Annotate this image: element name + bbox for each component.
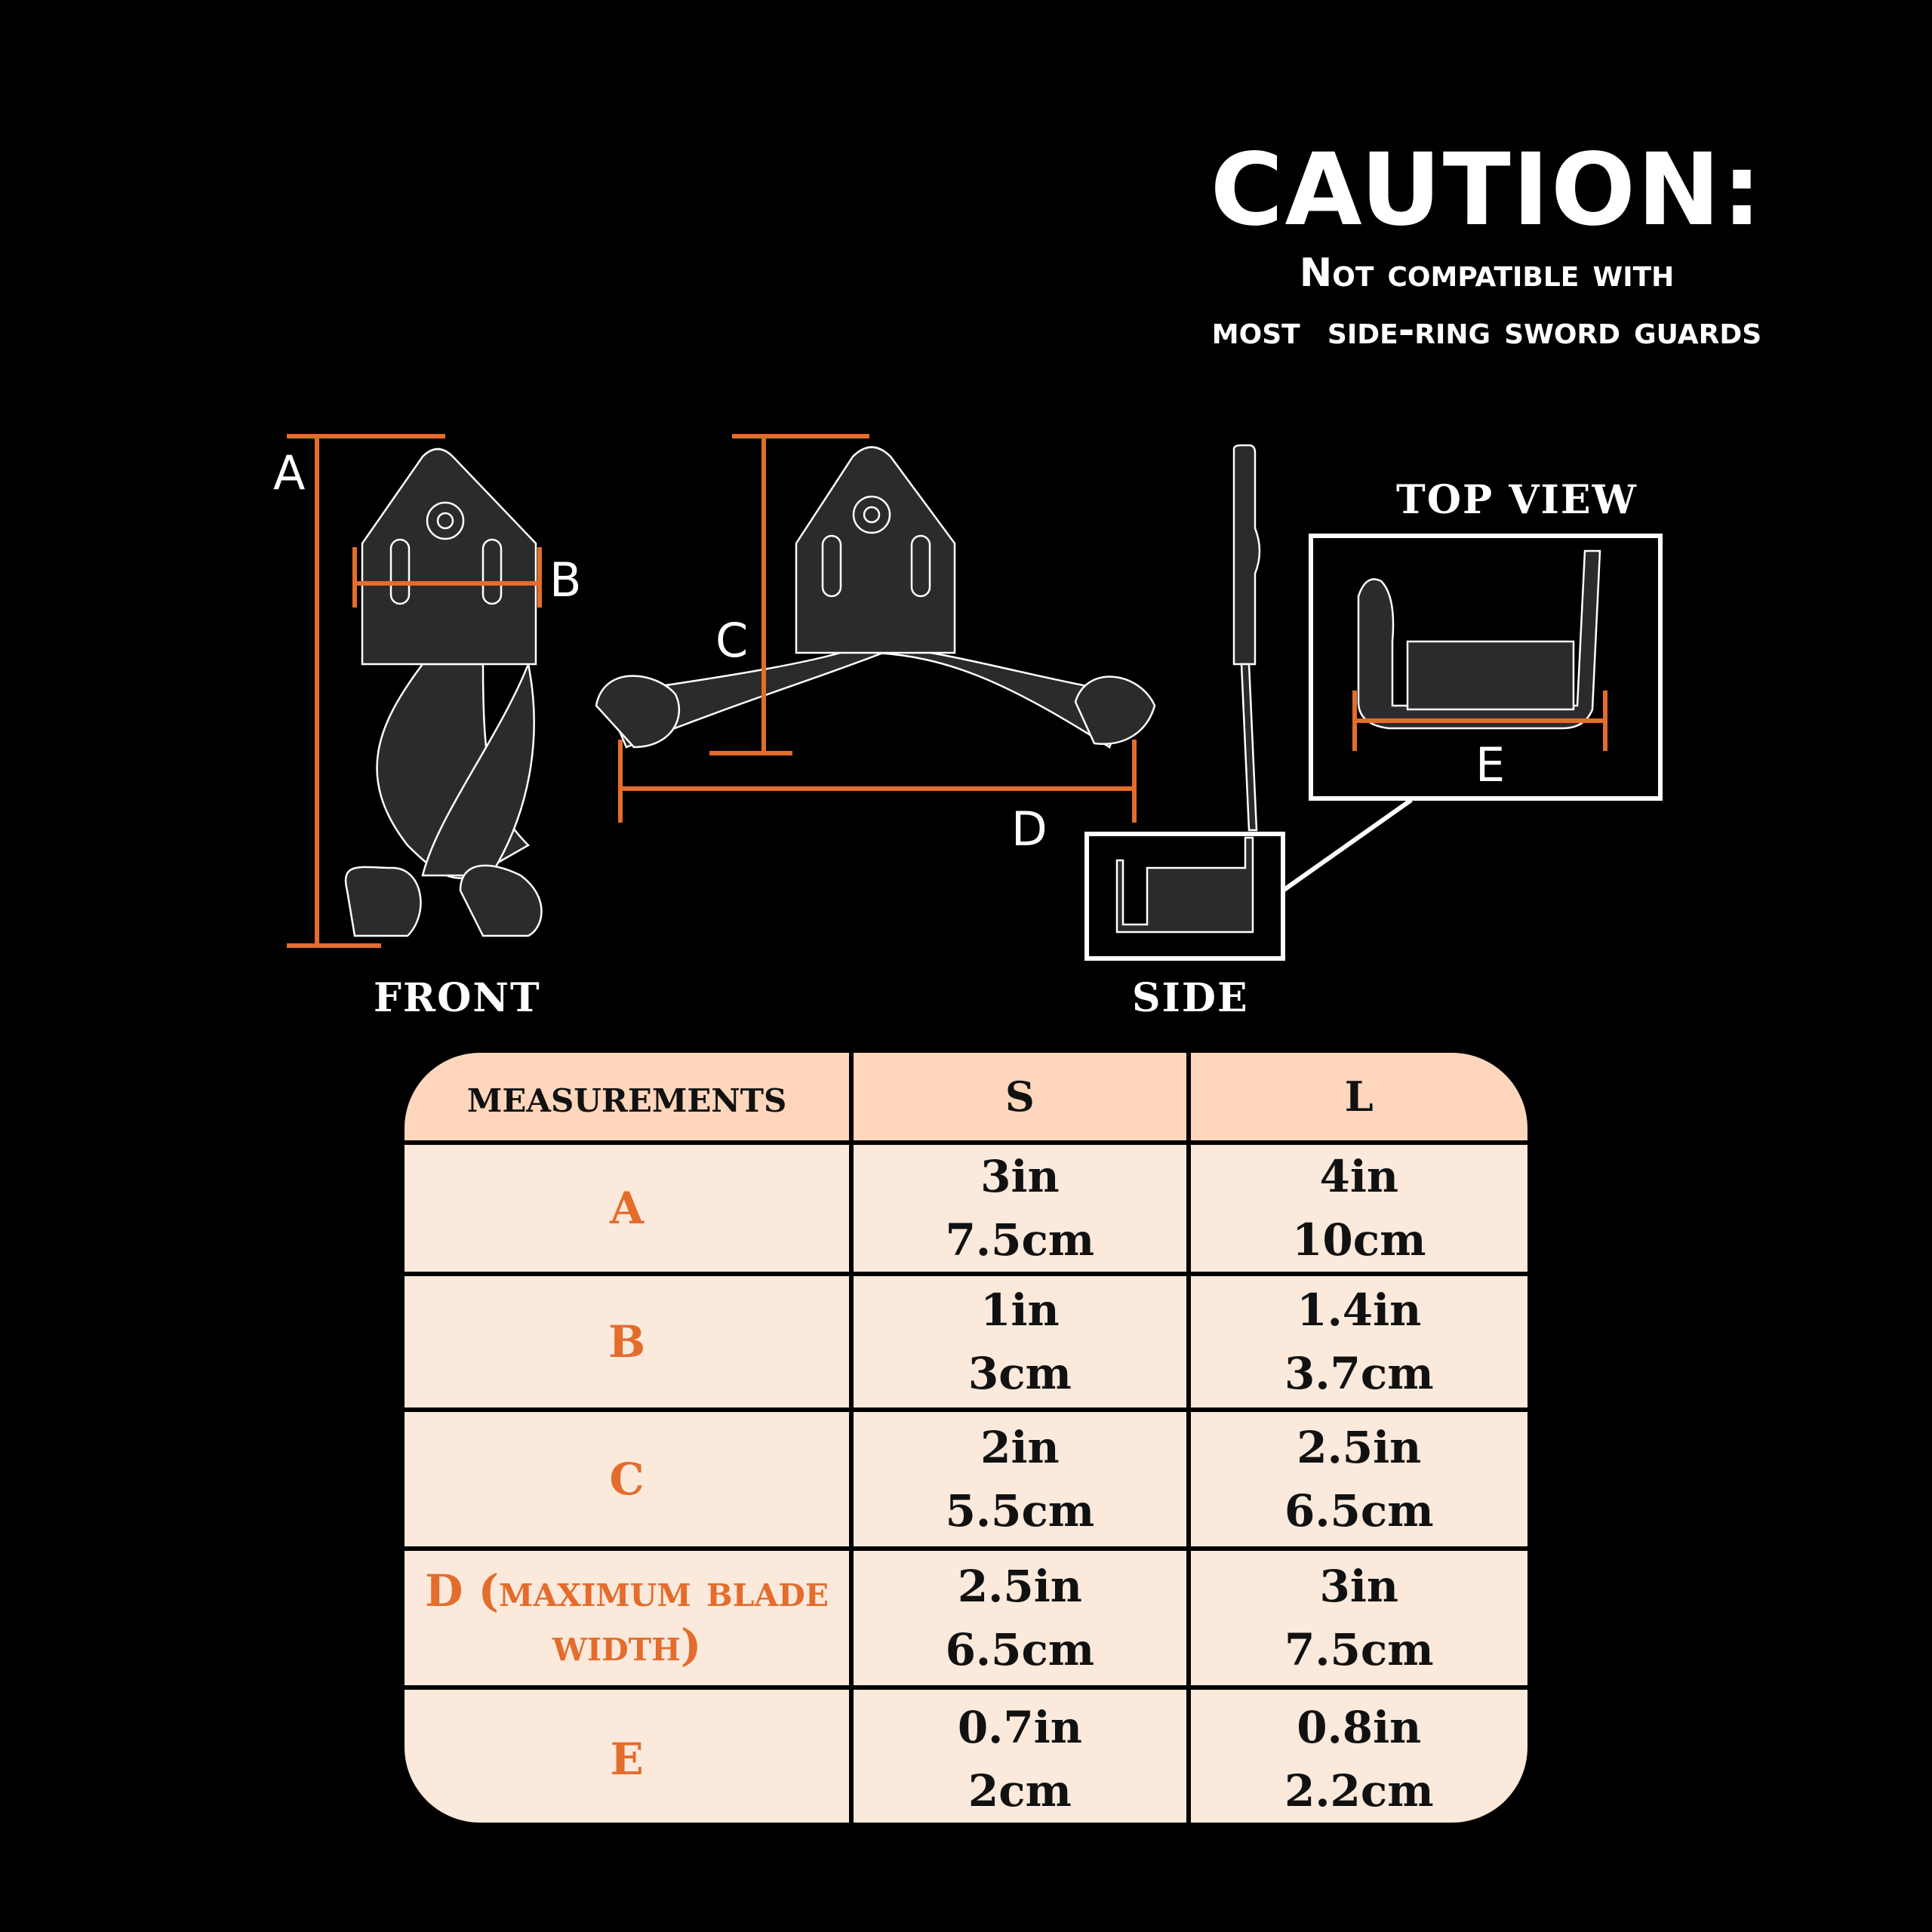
table-row: A 3in 7.5cm 4in 10cm	[405, 1145, 1527, 1277]
cell-e-l-cm: 2.2cm	[1284, 1765, 1434, 1817]
front-bracket	[361, 448, 537, 666]
cell-a-l: 4in 10cm	[1190, 1145, 1527, 1277]
cell-b-l-in: 1.4in	[1297, 1284, 1422, 1337]
angle-bracket	[795, 446, 956, 654]
label-top-view: TOP VIEW	[1396, 477, 1638, 523]
measurements-table: measurements S L A 3in 7.5cm 4in 10cm B 1i…	[405, 1053, 1527, 1823]
dimension-d	[618, 740, 1137, 823]
front-foot-right	[459, 864, 543, 937]
label-side: SIDE	[1132, 975, 1249, 1021]
cell-c-l: 2.5in 6.5cm	[1190, 1412, 1527, 1552]
dim-label-c: C	[715, 613, 748, 668]
header-measurements: measurements	[405, 1053, 854, 1145]
dimension-e	[1352, 691, 1607, 751]
cell-d-s: 2.5in 6.5cm	[854, 1551, 1191, 1690]
side-arm	[1240, 663, 1258, 832]
cell-e-s: 0.7in 2cm	[854, 1690, 1191, 1823]
cell-a-l-cm: 10cm	[1292, 1214, 1426, 1266]
cell-a-l-in: 4in	[1319, 1151, 1399, 1202]
front-foot-left	[344, 866, 422, 937]
row-label-a: A	[405, 1145, 854, 1277]
product-diagram: A B FRONT C D SIDE TOP VIEW E	[273, 434, 1663, 1021]
angle-foot-right	[1074, 675, 1156, 746]
dimension-a	[287, 434, 445, 948]
callout-line	[1281, 798, 1413, 893]
cell-e-s-in: 0.7in	[957, 1702, 1082, 1754]
cell-e-l-in: 0.8in	[1297, 1702, 1422, 1754]
dimension-c	[709, 434, 869, 755]
cell-e-l: 0.8in 2.2cm	[1190, 1690, 1527, 1823]
top-foot-outline	[1357, 549, 1601, 730]
front-view: A B FRONT	[273, 434, 582, 1021]
cell-c-s: 2in 5.5cm	[854, 1412, 1191, 1552]
table-row: E 0.7in 2cm 0.8in 2.2cm	[405, 1690, 1527, 1823]
front-screw-inner	[436, 512, 454, 530]
cell-c-s-in: 2in	[980, 1422, 1060, 1474]
angle-screw-inner	[863, 506, 881, 524]
caution-title: CAUTION:	[1210, 132, 1764, 248]
caution-line-1: Not compatible with	[1299, 251, 1675, 297]
top-view: TOP VIEW E	[1309, 477, 1663, 801]
front-slot-right	[481, 538, 503, 605]
header-size-s: S	[854, 1053, 1191, 1145]
dim-label-e: E	[1475, 737, 1505, 792]
cell-d-l-cm: 7.5cm	[1284, 1624, 1434, 1676]
side-detail-frame	[1084, 832, 1285, 961]
caution-line-2: most side-ring sword guards	[1211, 307, 1762, 353]
front-arm-right	[421, 660, 535, 877]
table-row: C 2in 5.5cm 2.5in 6.5cm	[405, 1412, 1527, 1552]
row-label-b: B	[405, 1276, 854, 1413]
dim-label-b: B	[549, 552, 582, 608]
row-label-e: E	[405, 1690, 854, 1823]
row-label-c: C	[405, 1412, 854, 1552]
angle-slot-left	[821, 534, 842, 598]
cell-b-l: 1.4in 3.7cm	[1190, 1276, 1527, 1413]
cell-e-s-cm: 2cm	[968, 1765, 1072, 1817]
label-front: FRONT	[374, 975, 541, 1021]
table-header-row: measurements S L	[405, 1053, 1527, 1145]
top-block	[1406, 640, 1575, 711]
top-detail-frame	[1309, 534, 1663, 801]
angle-foot-left	[595, 675, 681, 749]
cell-a-s-in: 3in	[980, 1151, 1060, 1202]
row-label-d: D (maximum blade width)	[405, 1551, 854, 1690]
front-slot-left	[389, 538, 411, 605]
cell-d-l: 3in 7.5cm	[1190, 1551, 1527, 1690]
angle-view: C D	[595, 434, 1156, 857]
cell-b-s-cm: 3cm	[968, 1348, 1072, 1400]
cell-c-l-cm: 6.5cm	[1284, 1485, 1434, 1537]
side-foot	[1115, 836, 1254, 934]
cell-c-l-in: 2.5in	[1297, 1422, 1422, 1474]
table-row: D (maximum blade width) 2.5in 6.5cm 3in 7.…	[405, 1551, 1527, 1690]
cell-a-s-cm: 7.5cm	[945, 1214, 1095, 1266]
dim-label-a: A	[273, 445, 305, 500]
side-view: SIDE	[1084, 444, 1413, 1021]
angle-slot-right	[910, 534, 931, 598]
caution-block: CAUTION: Not compatible with most side-r…	[1132, 132, 1841, 359]
cell-b-s-in: 1in	[980, 1284, 1060, 1337]
dim-label-d: D	[1011, 801, 1048, 857]
side-plate	[1232, 444, 1261, 666]
cell-d-s-cm: 6.5cm	[945, 1624, 1095, 1676]
cell-b-l-cm: 3.7cm	[1284, 1348, 1434, 1400]
dimension-b	[352, 547, 542, 608]
cell-d-l-in: 3in	[1319, 1561, 1399, 1613]
cell-c-s-cm: 5.5cm	[945, 1485, 1095, 1537]
cell-d-s-in: 2.5in	[957, 1561, 1082, 1613]
cell-a-s: 3in 7.5cm	[854, 1145, 1191, 1277]
header-size-l: L	[1190, 1053, 1527, 1145]
